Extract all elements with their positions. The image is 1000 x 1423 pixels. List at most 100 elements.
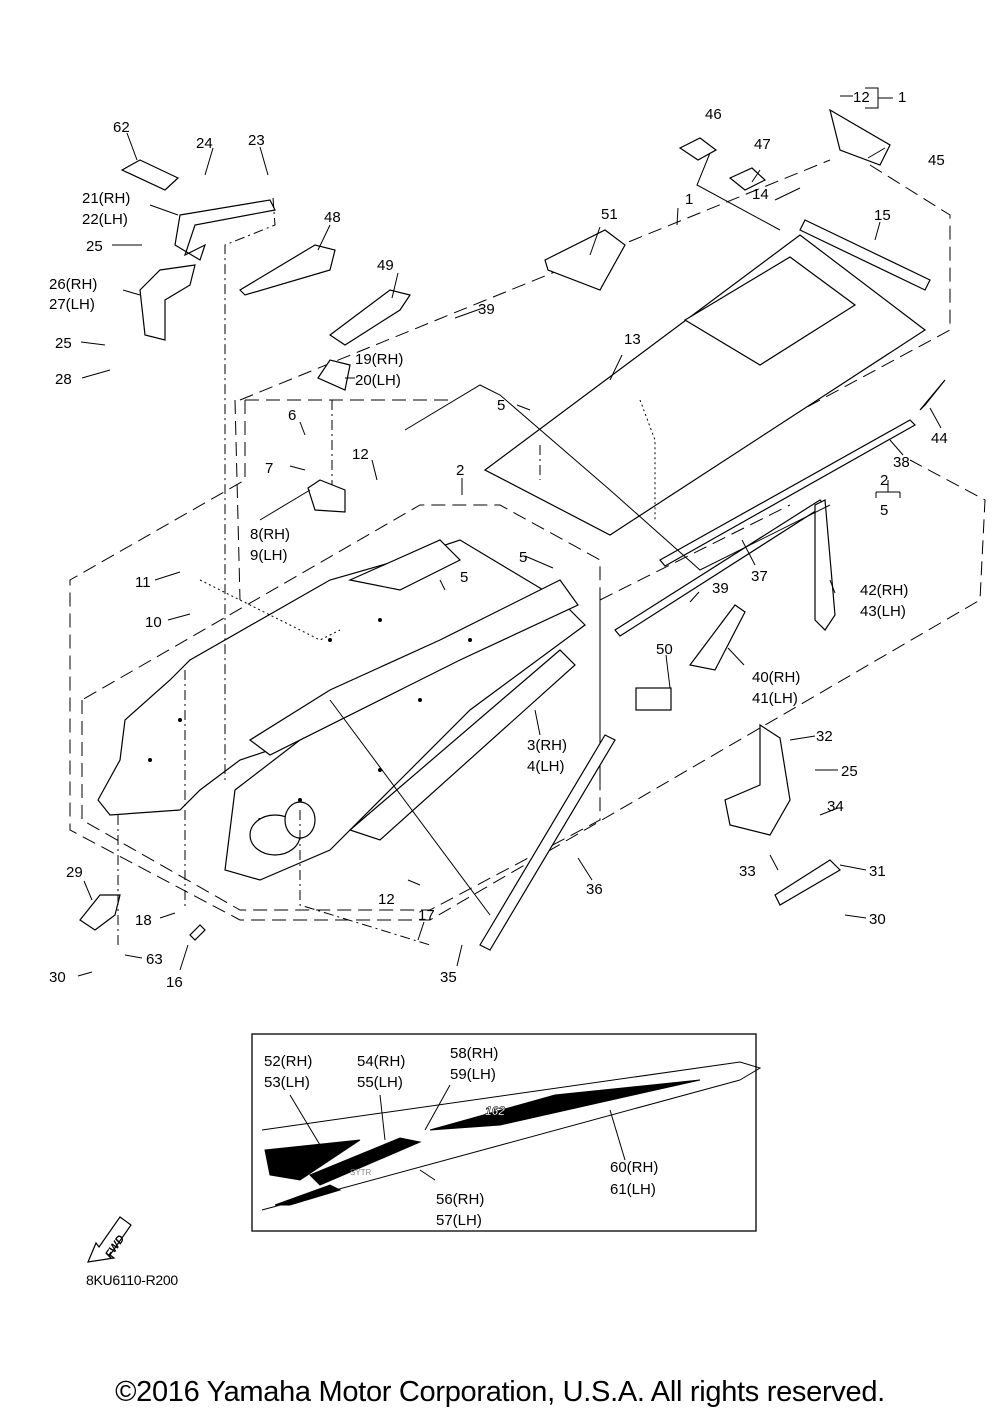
callout-46: 46 [705, 106, 722, 123]
callout-1-a: 1 [685, 191, 693, 208]
callout-10: 10 [145, 614, 162, 631]
callout-25-b: 25 [55, 335, 72, 352]
callout-27-lh: 27(LH) [49, 296, 95, 313]
bracket-45 [829, 108, 891, 166]
callout-39-a: 39 [478, 301, 495, 318]
callout-42-rh: 42(RH) [860, 582, 908, 599]
diagram-code: 8KU6110-R200 [86, 1272, 178, 1288]
plate-29 [79, 894, 121, 931]
callout-5-a: 5 [497, 397, 505, 414]
callout-12-b: 12 [352, 446, 369, 463]
callout-32: 32 [816, 728, 833, 745]
callout-3-rh: 3(RH) [527, 737, 567, 754]
callout-21-rh: 21(RH) [82, 190, 130, 207]
callout-13: 13 [624, 331, 641, 348]
bracket-8-9 [307, 479, 346, 513]
callout-19-rh: 19(RH) [355, 351, 403, 368]
callout-35: 35 [440, 969, 457, 986]
callout-33: 33 [739, 863, 756, 880]
callout-7: 7 [265, 460, 273, 477]
handle-42-43 [814, 499, 836, 631]
callout-57-lh: 57(LH) [436, 1212, 482, 1229]
running-board [479, 108, 931, 951]
bracket-21-22 [174, 199, 276, 261]
callout-6: 6 [288, 407, 296, 424]
frame-left-side [97, 539, 562, 816]
callout-54-rh: 54(RH) [357, 1053, 405, 1070]
bracket-26-27 [139, 264, 196, 341]
decal-outline-bottom [261, 1079, 741, 1211]
callout-49: 49 [377, 257, 394, 274]
decal-inset-text: SYTR [350, 1168, 372, 1177]
assembly-2-inner-outline [81, 504, 601, 911]
rail-37 [614, 499, 826, 637]
decal-46 [678, 137, 718, 161]
callout-50: 50 [656, 641, 673, 658]
callout-29: 29 [66, 864, 83, 881]
callout-48: 48 [324, 209, 341, 226]
decal-inset-number: 162 [485, 1104, 505, 1118]
callout-38: 38 [893, 454, 910, 471]
callout-34: 34 [827, 798, 844, 815]
callout-62: 62 [113, 119, 130, 136]
callout-39-b: 39 [712, 580, 729, 597]
callout-1-b: 1 [898, 89, 906, 106]
callout-56-rh: 56(RH) [436, 1191, 484, 1208]
callout-52-rh: 52(RH) [264, 1053, 312, 1070]
decal-outline-top [261, 1061, 762, 1131]
callout-37: 37 [751, 568, 768, 585]
callout-36: 36 [586, 881, 603, 898]
callout-59-lh: 59(LH) [450, 1066, 496, 1083]
callout-61-lh: 61(LH) [610, 1181, 656, 1198]
callout-30-b: 30 [869, 911, 886, 928]
frame-rail-truss [348, 649, 576, 841]
rear-bumper-rail [799, 219, 931, 291]
callout-22-lh: 22(LH) [82, 211, 128, 228]
callout-20-lh: 20(LH) [355, 372, 401, 389]
decal-inset-frame [251, 1033, 757, 1232]
callout-44: 44 [931, 430, 948, 447]
callout-4-lh: 4(LH) [527, 758, 565, 775]
bracket-19-20 [317, 359, 351, 391]
assembly-2-outline [69, 399, 986, 921]
frame-top-deck [248, 579, 579, 756]
decal-52-53 [264, 1139, 361, 1181]
callout-25-a: 25 [86, 238, 103, 255]
callout-31: 31 [869, 863, 886, 880]
decal-60-61 [429, 1079, 701, 1131]
top-left-parts [120, 137, 946, 513]
callout-55-lh: 55(LH) [357, 1074, 403, 1091]
callout-53-lh: 53(LH) [264, 1074, 310, 1091]
callout-40-rh: 40(RH) [752, 669, 800, 686]
decal-inset: 162 SYTR 52(RH) 53(LH) 54(RH) 55(LH) 58(… [251, 1033, 762, 1232]
callout-17: 17 [418, 907, 435, 924]
frame-assembly [97, 539, 586, 881]
running-board-panel [683, 256, 857, 366]
callout-26-rh: 26(RH) [49, 276, 97, 293]
callout-45: 45 [928, 152, 945, 169]
callout-12-a: 12 [853, 89, 870, 106]
callout-14: 14 [752, 186, 769, 203]
bracket-40-41 [688, 604, 746, 671]
callout-58-rh: 58(RH) [450, 1045, 498, 1062]
callout-15: 15 [874, 207, 891, 224]
copyright-notice: ©2016 Yamaha Motor Corporation, U.S.A. A… [115, 1376, 885, 1408]
block-50 [635, 687, 672, 711]
decal-49 [328, 289, 411, 346]
cover-62 [120, 159, 180, 191]
callout-24: 24 [196, 135, 213, 152]
callout-9-lh: 9(LH) [250, 547, 288, 564]
callout-5-c: 5 [519, 549, 527, 566]
leader-lines [77, 87, 942, 977]
bracket-32 [724, 723, 791, 836]
decal-48 [239, 244, 336, 296]
decal-54-55 [309, 1137, 422, 1186]
fwd-arrow-icon: FWD [87, 1216, 132, 1263]
callout-60-rh: 60(RH) [610, 1159, 658, 1176]
callout-28: 28 [55, 371, 72, 388]
callout-23: 23 [248, 132, 265, 149]
callout-2-b: 2 [456, 462, 464, 479]
decal-47 [728, 167, 767, 191]
flap-44 [919, 379, 946, 411]
